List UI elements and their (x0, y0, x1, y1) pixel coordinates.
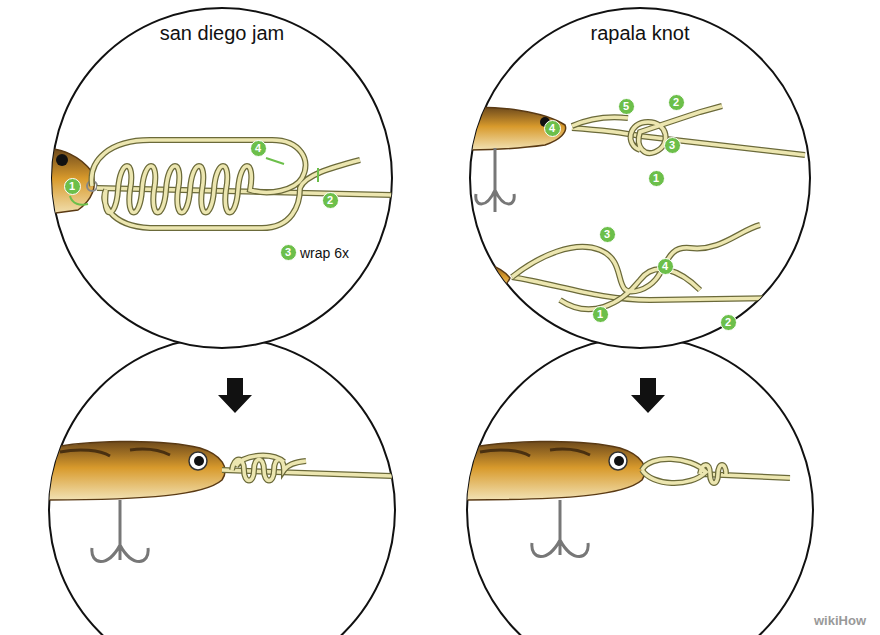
callout-number: 3 (599, 226, 616, 243)
callout-number: 1 (648, 170, 665, 187)
callout-number: 4 (250, 140, 267, 157)
callout-number: 3 (280, 244, 297, 261)
step-note: wrap 6x (300, 245, 349, 261)
callout-number: 3 (664, 137, 681, 154)
callout-number: 2 (720, 314, 737, 331)
panel-title: rapala knot (470, 22, 810, 45)
panel-circle: san diego jam (52, 10, 392, 170)
panel-circle: rapala knot (470, 10, 810, 170)
panel-title: san diego jam (52, 22, 392, 45)
callout-number: 5 (618, 98, 635, 115)
callout-number: 1 (592, 306, 609, 323)
callout-number: 1 (64, 178, 81, 195)
callout-number: 2 (668, 94, 685, 111)
callout-number: 4 (657, 258, 674, 275)
callout-number: 4 (544, 120, 561, 137)
watermark: wikiHow (814, 613, 866, 628)
callout-number: 2 (322, 192, 339, 209)
